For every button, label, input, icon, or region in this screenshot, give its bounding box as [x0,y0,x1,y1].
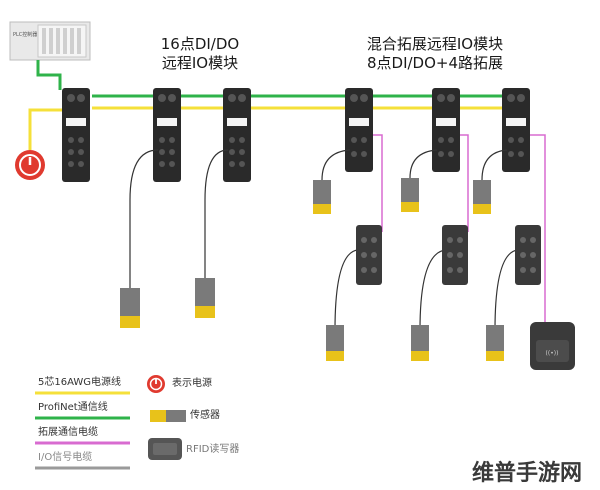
legend-sensor-icon [150,410,186,422]
legend-sensor-label: 传感器 [190,410,220,421]
sensor-1 [120,288,140,328]
sensor-7 [411,325,429,361]
title-remote-io-line1: 16点DI/DO [160,35,240,53]
legend-power-cable-label: 5芯16AWG电源线 [38,377,122,388]
extension-module-2 [442,225,468,285]
extension-module-3 [515,225,541,285]
rfid-reader: ((•)) [530,322,575,370]
sensor-8 [486,325,504,361]
io-module-3 [223,88,251,182]
io-signal-cables [129,149,519,331]
legend-extension-cable-label: 拓展通信电缆 [38,427,98,438]
io-module-1 [62,88,90,182]
sensor-3 [313,180,331,214]
extension-cables [373,134,546,322]
power-source-icon [15,150,45,180]
io-module-4 [345,88,373,172]
sensor-4 [401,178,419,212]
svg-text:((•)): ((•)) [546,350,559,357]
title-hybrid-io: 混合拓展远程IO模块 8点DI/DO+4路拓展 [345,35,525,73]
legend-rfid-label: RFID读写器 [186,444,240,455]
watermark: 维普手游网 [472,461,583,486]
legend-power-icon [147,375,165,393]
sensor-6 [326,325,344,361]
title-remote-io-line2: 远程IO模块 [161,54,239,72]
profinet-line-plc [36,60,62,90]
plc-controller [9,21,91,61]
title-hybrid-io-line2: 8点DI/DO+4路拓展 [366,54,504,72]
io-module-5 [432,88,460,172]
legend-io-cable-label: I/O信号电缆 [38,452,93,463]
extension-module-1 [356,225,382,285]
legend-power-symbol-label: 表示电源 [172,378,212,389]
io-module-6 [502,88,530,172]
legend-profinet-cable-label: ProfiNet通信线 [38,402,108,413]
sensor-5 [473,180,491,214]
title-remote-io: 16点DI/DO 远程IO模块 [145,35,255,73]
sensor-2 [195,278,215,318]
title-hybrid-io-line1: 混合拓展远程IO模块 [366,35,504,53]
legend-rfid-icon [148,438,182,460]
power-line-feed [28,108,62,150]
io-module-2 [153,88,181,182]
plc-label: PLC控制器 [13,32,38,38]
